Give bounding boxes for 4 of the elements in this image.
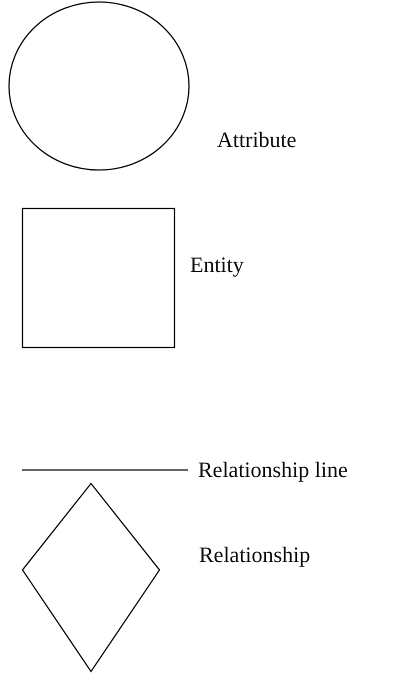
legend-label: Attribute [217, 129, 296, 151]
legend-label: Relationship line [198, 459, 348, 481]
legend-label: Relationship [199, 544, 310, 566]
legend-label: Entity [190, 254, 244, 276]
